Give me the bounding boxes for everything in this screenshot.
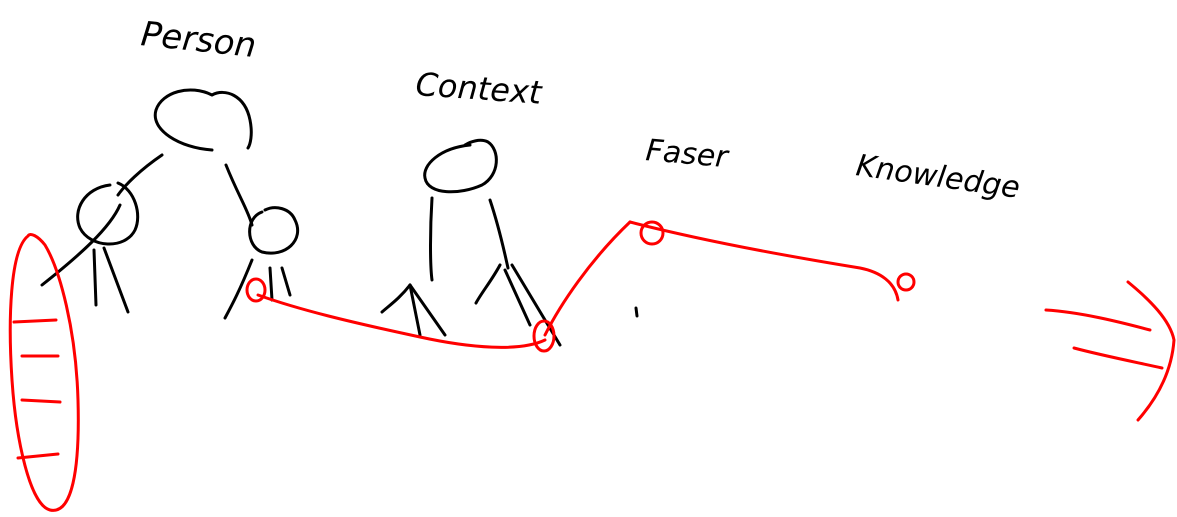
label-faser: Faser: [644, 133, 730, 175]
person-right-head: [250, 208, 298, 253]
red-rung-1: [14, 320, 56, 322]
label-context: Context: [414, 65, 544, 112]
red-ladder-oval: [10, 234, 78, 510]
red-segment-3: [630, 222, 898, 300]
person-left-branch: [118, 155, 162, 195]
context-head: [425, 140, 497, 191]
context-leg-1: [382, 285, 410, 312]
person-right-branch: [226, 165, 252, 225]
red-oval-outline: [10, 234, 78, 510]
red-node-faser: [641, 222, 663, 244]
label-knowledge: Knowledge: [854, 148, 1022, 206]
red-node-person: [247, 279, 265, 301]
context-body-right: [490, 200, 508, 268]
person-left-leg-2: [104, 248, 128, 312]
context-leg-5: [505, 270, 530, 325]
context-body-left: [431, 198, 433, 280]
arrow-shaft-bottom: [1074, 348, 1162, 368]
person-right-leg-2: [270, 268, 272, 300]
red-implies-arrow: [1046, 282, 1174, 420]
label-person: Person: [139, 14, 258, 66]
context-figure: [382, 140, 560, 345]
red-rung-4: [18, 454, 58, 458]
red-rung-3: [22, 400, 60, 402]
red-node-knowledge: [898, 274, 914, 290]
red-connection-path: [247, 222, 914, 351]
faser-dot: [636, 308, 637, 316]
person-left-head: [78, 183, 138, 244]
arrow-shaft-top: [1046, 310, 1150, 330]
context-leg-4: [476, 265, 500, 303]
red-segment-1: [258, 295, 545, 347]
person-left-leg-1: [94, 250, 96, 305]
arrow-head: [1128, 282, 1174, 420]
red-segment-2: [545, 222, 630, 335]
person-head: [155, 90, 251, 150]
person-figure: [42, 90, 298, 318]
person-right-leg-3: [282, 268, 290, 295]
